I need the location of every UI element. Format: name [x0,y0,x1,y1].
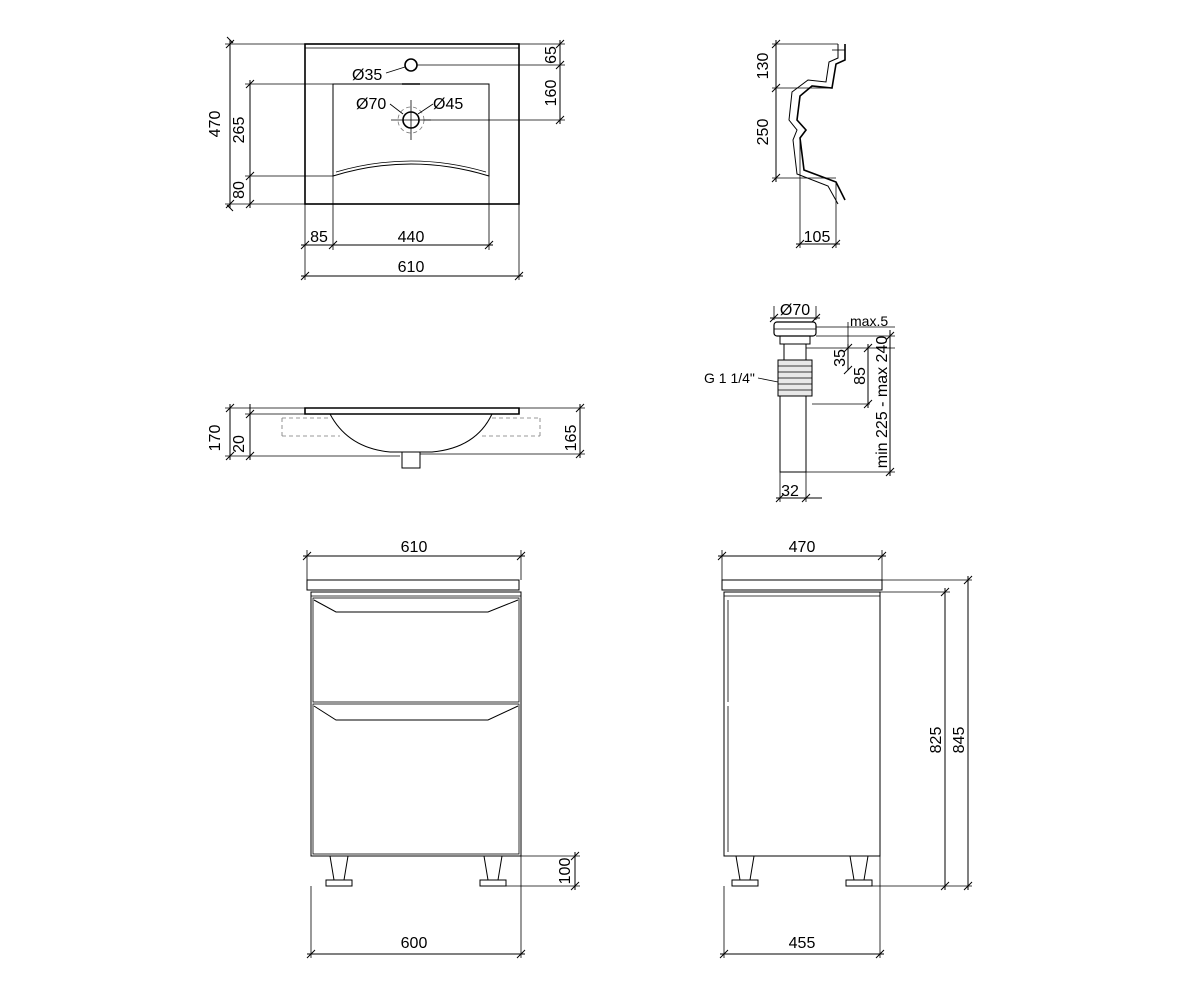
dim-left-offset: 85 [310,229,328,246]
dim-tap-hole-diameter: Ø35 [352,67,382,84]
dim-section-bottom: 105 [804,229,831,246]
dim-front-offset: 80 [231,181,248,199]
dim-bowl-depth: 265 [231,117,248,144]
basin-top-outline [304,43,520,205]
dim-cabinet-base-depth: 455 [789,935,816,952]
dim-leg-height: 100 [557,858,574,885]
drain-assembly: Ø70 max.5 35 85 min 225 - max 240 32 G 1… [704,302,895,503]
cabinet-side-view: 470 455 825 845 [717,539,973,959]
dim-drain-pipe: 32 [781,483,799,500]
drawer-bottom [312,703,520,855]
leader-d35 [385,66,406,74]
dim-drain-inner-diameter: Ø45 [433,96,463,113]
dim-drain-35: 35 [832,349,849,367]
basin-section-view: 130 250 105 [755,39,846,249]
dim-front-right-height: 165 [563,425,580,452]
dim-lines-section [771,39,841,249]
drain-thread [778,365,812,391]
dim-drain-outer-diameter: Ø70 [356,96,386,113]
drain-thread-label: G 1 1/4" [704,370,755,386]
dim-basin-depth: 470 [207,111,224,138]
dim-lines-front [225,403,585,461]
dim-drain-85: 85 [852,367,869,385]
dim-lines-drain [757,306,895,503]
dim-bowl-width: 440 [398,229,425,246]
cabinet-front-legs [325,855,507,887]
leader-d45 [417,103,434,115]
drawer-top [312,597,520,703]
dim-front-rim: 20 [231,435,248,453]
dim-drain-diameter: Ø70 [780,302,810,319]
dim-basin-width: 610 [398,259,425,276]
dim-drain-range: min 225 - max 240 [874,336,891,469]
dim-cabinet-top-width: 610 [401,539,428,556]
basin-front-view: 170 20 165 [207,403,585,469]
dim-cabinet-top-depth: 470 [789,539,816,556]
dim-lines-basin-bottom [300,176,524,281]
dim-section-bowl: 250 [755,119,772,146]
dim-lines-cabinet-side [717,550,973,959]
dim-lines-cabinet-front [302,550,580,959]
dim-section-top: 130 [755,53,772,80]
dim-tap-offset: 65 [543,46,560,64]
basin-top-view: Ø35 Ø70 Ø45 470 265 80 [207,36,565,281]
dim-lines-basin-right [417,39,565,125]
tap-hole [404,58,418,72]
cabinet-side-legs [731,855,873,887]
dim-lines-basin-left [225,36,333,212]
dim-drain-max-gap: max.5 [850,313,888,329]
dim-cabinet-total-height: 845 [951,727,968,754]
dim-front-total-height: 170 [207,425,224,452]
dim-drain-offset: 160 [543,80,560,107]
dim-cabinet-body-height: 825 [928,727,945,754]
leader-d70 [389,103,404,115]
cabinet-front-view: 610 600 100 [302,539,580,959]
dim-cabinet-base-width: 600 [401,935,428,952]
